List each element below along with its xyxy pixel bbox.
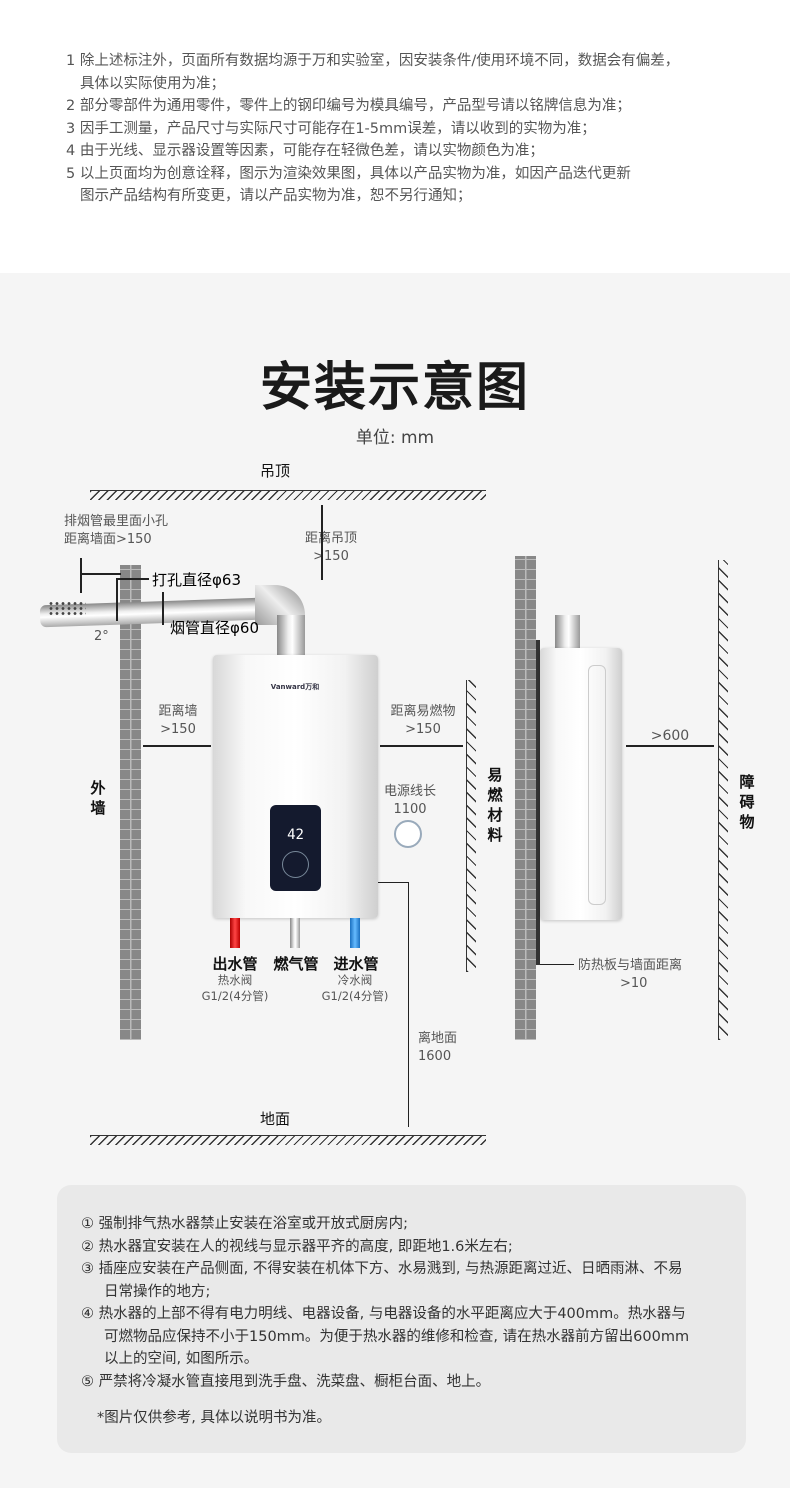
outlet-sub: 热水阀 G1/2(4分管) xyxy=(195,972,275,1004)
disclaimer: 1 除上述标注外，页面所有数据均源于万和实验室，因安装条件/使用环境不同，数据会… xyxy=(66,50,679,208)
obstacle-label: 障碍物 xyxy=(739,773,755,831)
disclaimer-line: 5 以上页面均为创意诠释，图示为渲染效果图，具体以产品实物为准，如因产品迭代更新 xyxy=(66,165,631,182)
page-title: 安装示意图 xyxy=(259,358,530,418)
brand-logo: Vanward万和 xyxy=(270,683,320,691)
hole-diameter-label: 打孔直径φ63 xyxy=(152,571,241,589)
side-wall-brick xyxy=(515,556,536,1040)
gas-pipe xyxy=(290,918,300,948)
dim-arrow xyxy=(81,573,121,575)
flue-holes xyxy=(48,601,86,615)
obstacle-hatch xyxy=(718,560,728,1040)
hole-dim-line xyxy=(116,578,118,621)
wall-dim-arrow xyxy=(143,745,211,747)
disclaimer-line: 1 除上述标注外，页面所有数据均源于万和实验室，因安装条件/使用环境不同，数据会… xyxy=(66,53,680,69)
floor-hatch xyxy=(90,1135,486,1145)
flue-hole-label-1: 排烟管最里面小孔 xyxy=(64,514,169,529)
outer-wall-brick xyxy=(120,565,141,1040)
cable-length-2: 1100 xyxy=(393,802,427,817)
note-item: ② 热水器宜安装在人的视线与显示器平齐的高度, 即距地1.6米左右; xyxy=(81,1238,513,1255)
outlet-sub-2: G1/2(4分管) xyxy=(201,989,269,1003)
flue-hole-label: 排烟管最里面小孔距离墙面>150 xyxy=(64,513,168,549)
ceiling-label: 吊顶 xyxy=(259,462,290,480)
inlet-sub: 冷水阀 G1/2(4分管) xyxy=(315,972,395,1004)
ceiling-distance-label: 距离吊顶 >150 xyxy=(305,530,357,566)
floor-label: 地面 xyxy=(259,1110,290,1128)
angle-label: 2° xyxy=(94,629,109,644)
floor-distance-label: 离地面 1600 xyxy=(418,1030,457,1066)
power-socket-icon xyxy=(394,820,422,848)
disclaimer-line: 图示产品结构有所变更，请以产品实物为准，恕不另行通知； xyxy=(80,188,472,204)
shield-leader xyxy=(540,964,574,965)
shield-distance-label: 防热板与墙面距离 >10 xyxy=(578,957,682,993)
note-item: 可燃物品应保持不小于150mm。为便于热水器的维修和检查, 请在热水器前方留出6… xyxy=(104,1328,690,1345)
ceiling-distance-1: 距离吊顶 xyxy=(305,531,358,546)
hole-leader xyxy=(117,578,149,580)
flue-hole-label-2: 距离墙面>150 xyxy=(64,532,152,547)
gas-label: 燃气管 xyxy=(273,955,319,973)
wall-distance-1: 距离墙 xyxy=(158,704,198,719)
control-knob[interactable] xyxy=(282,851,309,878)
note-item: 以上的空间, 如图所示。 xyxy=(104,1351,259,1367)
pipe-diameter-label: 烟管直径φ60 xyxy=(170,619,259,637)
installation-notes: ① 强制排气热水器禁止安装在浴室或开放式厨房内; ② 热水器宜安装在人的视线与显… xyxy=(57,1185,746,1453)
floor-distance-2: 1600 xyxy=(418,1049,452,1064)
temperature-display: 42 xyxy=(287,827,304,843)
water-heater-side xyxy=(540,648,622,920)
front-distance-label: >600 xyxy=(650,728,690,744)
note-item: ⑤ 严禁将冷凝水管直接甩到洗手盘、洗菜盘、橱柜台面、地上。 xyxy=(81,1373,491,1390)
disclaimer-line: 4 由于光线、显示器设置等因素，可能存在轻微色差，请以实物颜色为准； xyxy=(66,143,544,159)
ceiling-distance-2: >150 xyxy=(313,549,349,564)
note-item: ④ 热水器的上部不得有电力明线、电器设备, 与电器设备的水平距离应大于400mm… xyxy=(81,1306,686,1322)
front-dim-arrow xyxy=(626,745,714,747)
side-panel-detail xyxy=(588,665,606,905)
heat-shield xyxy=(536,640,540,965)
side-flue xyxy=(555,615,580,650)
pipe-dim-line xyxy=(162,592,164,625)
outer-wall-label: 外墙 xyxy=(90,779,106,817)
disclaimer-line: 具体以实际使用为准； xyxy=(80,75,225,92)
note-item: ① 强制排气热水器禁止安装在浴室或开放式厨房内; xyxy=(81,1216,408,1232)
wall-distance-label: 距离墙 >150 xyxy=(150,703,206,739)
note-item: ③ 插座应安装在产品侧面, 不得安装在机体下方、水易溅到, 与热源距离过近、日晒… xyxy=(81,1261,683,1277)
outlet-sub-1: 热水阀 xyxy=(217,973,253,987)
ceiling-hatch xyxy=(90,490,486,500)
flammable-distance-2: >150 xyxy=(405,722,441,737)
outlet-label: 出水管 xyxy=(212,955,258,973)
flammable-distance-1: 距离易燃物 xyxy=(390,704,456,719)
inlet-sub-2: G1/2(4分管) xyxy=(321,989,389,1003)
disclaimer-line: 3 因手工测量，产品尺寸与实际尺寸可能存在1-5mm误差，请以收到的实物为准； xyxy=(66,120,596,137)
unit-label: 单位: mm xyxy=(355,428,435,448)
cable-label: 电源线长 1100 xyxy=(380,783,440,819)
disclaimer-line: 2 部分零部件为通用零件，零件上的钢印编号为模具编号，产品型号请以铭牌信息为准； xyxy=(66,98,631,114)
wall-distance-2: >150 xyxy=(160,722,196,737)
cable-length-1: 电源线长 xyxy=(383,784,436,799)
note-item: 日常操作的地方; xyxy=(104,1283,211,1300)
shield-distance-2: >10 xyxy=(620,976,648,991)
hot-water-pipe xyxy=(230,918,240,948)
dim-line xyxy=(80,558,82,593)
cold-water-pipe xyxy=(350,918,360,948)
flammable-dim-arrow xyxy=(380,745,463,747)
flammable-label: 易燃材料 xyxy=(487,766,503,844)
inlet-label: 进水管 xyxy=(333,955,379,973)
flue-riser xyxy=(277,615,305,657)
floor-dim-line xyxy=(408,882,409,1127)
floor-distance-1: 离地面 xyxy=(418,1031,458,1046)
ceiling-dim-arrow xyxy=(321,505,323,580)
flammable-distance-label: 距离易燃物 >150 xyxy=(385,703,461,739)
inlet-sub-1: 冷水阀 xyxy=(337,973,373,987)
cable-line xyxy=(378,882,408,883)
shield-distance-1: 防热板与墙面距离 xyxy=(578,958,683,973)
control-panel: 42 xyxy=(270,805,321,891)
footnote: *图片仅供参考, 具体以说明书为准。 xyxy=(97,1410,331,1426)
flammable-hatch xyxy=(466,680,476,972)
